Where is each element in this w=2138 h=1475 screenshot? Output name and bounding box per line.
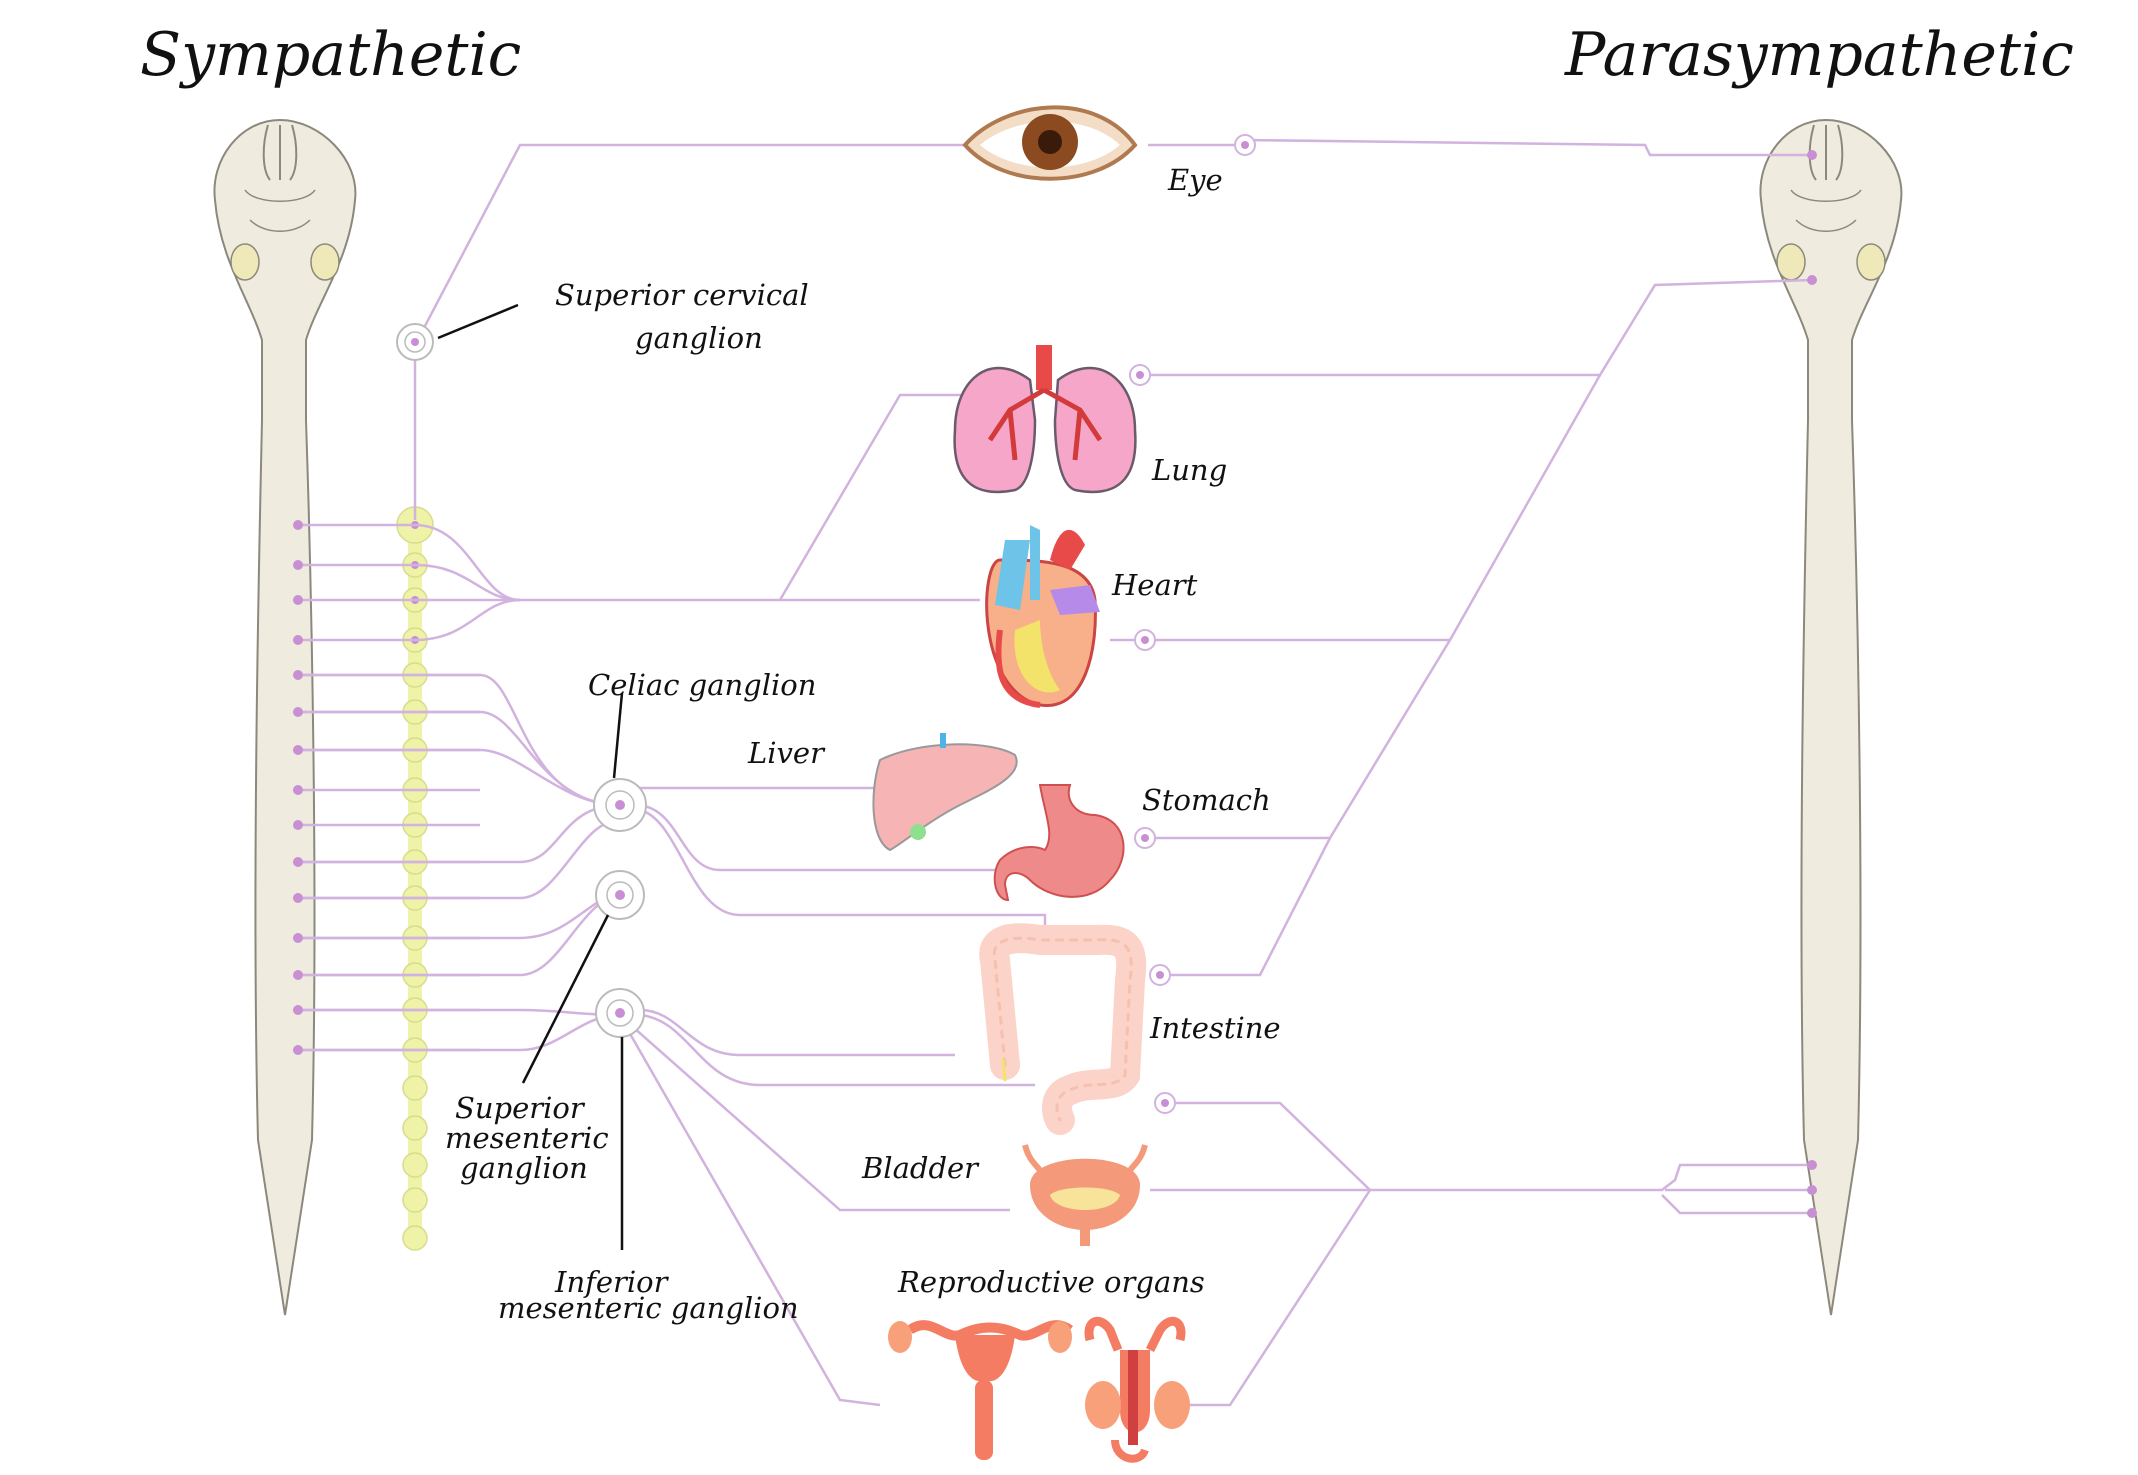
heart-icon (985, 525, 1100, 708)
nerve-dot (293, 1045, 303, 1055)
reproductive-organs-label: Reproductive organs (897, 1265, 1205, 1299)
nerve-dot (293, 1005, 303, 1015)
right-spinal-cord (1759, 118, 1903, 1316)
terminal-ganglion-dot (1141, 636, 1149, 644)
superior-mesenteric-ganglion-label-3: ganglion (460, 1151, 588, 1185)
nerve-dot (293, 520, 303, 530)
nerve-dot (1807, 1208, 1817, 1218)
heart-label: Heart (1111, 568, 1198, 602)
nerve-pathways (300, 138, 1813, 1407)
intestine-label: Intestine (1149, 1011, 1281, 1045)
superior-mesenteric-ganglion (595, 870, 645, 920)
nerve-dot (293, 707, 303, 717)
sympathetic-chain (396, 506, 434, 1251)
nerve-dot (293, 745, 303, 755)
nerve-dot (293, 933, 303, 943)
nerve-endpoints (293, 134, 1817, 1218)
parasympathetic-title: Parasympathetic (1564, 20, 2074, 90)
superior-cervical-ganglion-label-2: ganglion (635, 321, 763, 355)
nerve-dot (293, 970, 303, 980)
nerve-dot (293, 893, 303, 903)
chain-ganglion (402, 1075, 428, 1101)
liver-icon (872, 733, 1018, 852)
eye-icon (962, 105, 1138, 181)
superior-cervical-ganglion (396, 323, 434, 361)
nerve-dot (1807, 1185, 1817, 1195)
nerve-dot (293, 670, 303, 680)
celiac-ganglion (593, 778, 647, 832)
nerve-dot (1807, 1160, 1817, 1170)
celiac-ganglion-label: Celiac ganglion (588, 668, 816, 702)
eye-label: Eye (1167, 163, 1223, 197)
chain-ganglion (402, 1152, 428, 1178)
superior-mesenteric-ganglion-label-2: mesenteric (445, 1121, 609, 1155)
nerve-dot (1807, 150, 1817, 160)
inferior-mesenteric-ganglion (595, 988, 645, 1038)
chain-ganglion (402, 1187, 428, 1213)
terminal-ganglion-dot (1161, 1099, 1169, 1107)
inferior-mesenteric-ganglion-label-2: mesenteric ganglion (498, 1291, 799, 1325)
superior-mesenteric-ganglion-label-1: Superior (455, 1091, 586, 1125)
stomach-icon (993, 784, 1125, 902)
terminal-ganglion-dot (1156, 971, 1164, 979)
lung-label: Lung (1151, 453, 1227, 487)
bladder-label: Bladder (861, 1151, 980, 1185)
sympathetic-title: Sympathetic (140, 20, 521, 90)
intestine-icon (979, 923, 1147, 1135)
chain-ganglion (402, 1225, 428, 1251)
liver-label: Liver (747, 736, 826, 770)
stomach-label: Stomach (1142, 783, 1271, 817)
reproductive-organs-icon (888, 1316, 1190, 1463)
nerve-dot (1807, 275, 1817, 285)
lung-icon (953, 345, 1137, 494)
terminal-ganglion-dot (1141, 834, 1149, 842)
bladder-icon (1022, 1144, 1148, 1246)
left-spinal-cord (213, 118, 357, 1316)
nerve-dot (293, 560, 303, 570)
nerve-dot (293, 635, 303, 645)
nerve-dot (293, 857, 303, 867)
chain-ganglion (402, 1115, 428, 1141)
terminal-ganglion-dot (1136, 371, 1144, 379)
nerve-dot (293, 595, 303, 605)
terminal-ganglion-dot (1241, 141, 1249, 149)
superior-cervical-ganglion-label-1: Superior cervical (555, 278, 809, 312)
nerve-dot (293, 785, 303, 795)
inferior-mesenteric-ganglion-label-1: Inferior (554, 1265, 670, 1299)
label-leader-lines (437, 303, 624, 1250)
nerve-dot (293, 820, 303, 830)
